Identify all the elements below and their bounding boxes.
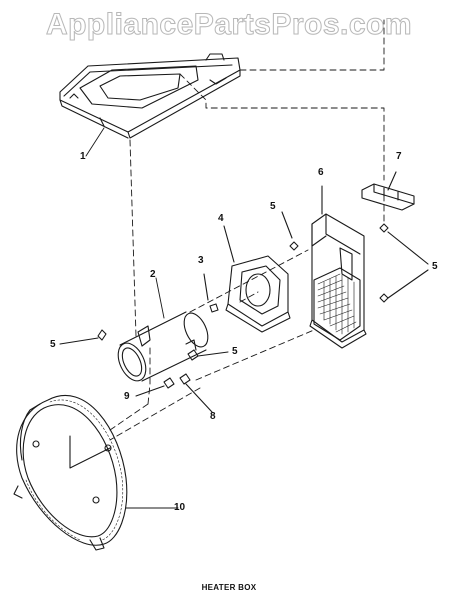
callout-5-left: 5 — [50, 339, 56, 350]
part-8-9-fasteners — [135, 373, 213, 413]
part-10-drum-ring — [13, 394, 179, 551]
callout-1: 1 — [80, 151, 86, 162]
callout-5-top: 5 — [270, 201, 276, 212]
callout-5-mid: 5 — [232, 346, 238, 357]
part-6-heater-box — [309, 185, 367, 349]
callout-8: 8 — [210, 411, 216, 422]
diagram-caption: HEATER BOX — [201, 583, 257, 592]
callout-4: 4 — [218, 213, 224, 224]
part-4-gasket — [223, 225, 291, 333]
callout-10: 10 — [174, 502, 186, 513]
callout-5-right: 5 — [432, 261, 438, 272]
callout-2: 2 — [150, 269, 156, 280]
part-2-duct-tube — [117, 311, 209, 382]
callout-9: 9 — [124, 391, 130, 402]
part-3-screw — [203, 273, 219, 313]
leader-lines — [85, 127, 165, 319]
watermark-text: AppliancePartsPros.com — [45, 8, 413, 42]
callout-7: 7 — [396, 151, 402, 162]
callout-3: 3 — [198, 255, 204, 266]
callout-6: 6 — [318, 167, 324, 178]
part-1-bracket — [59, 53, 241, 139]
part-7-clip — [361, 171, 415, 211]
part-5-screws — [59, 211, 429, 361]
dashed-assembly-lines — [109, 19, 385, 441]
